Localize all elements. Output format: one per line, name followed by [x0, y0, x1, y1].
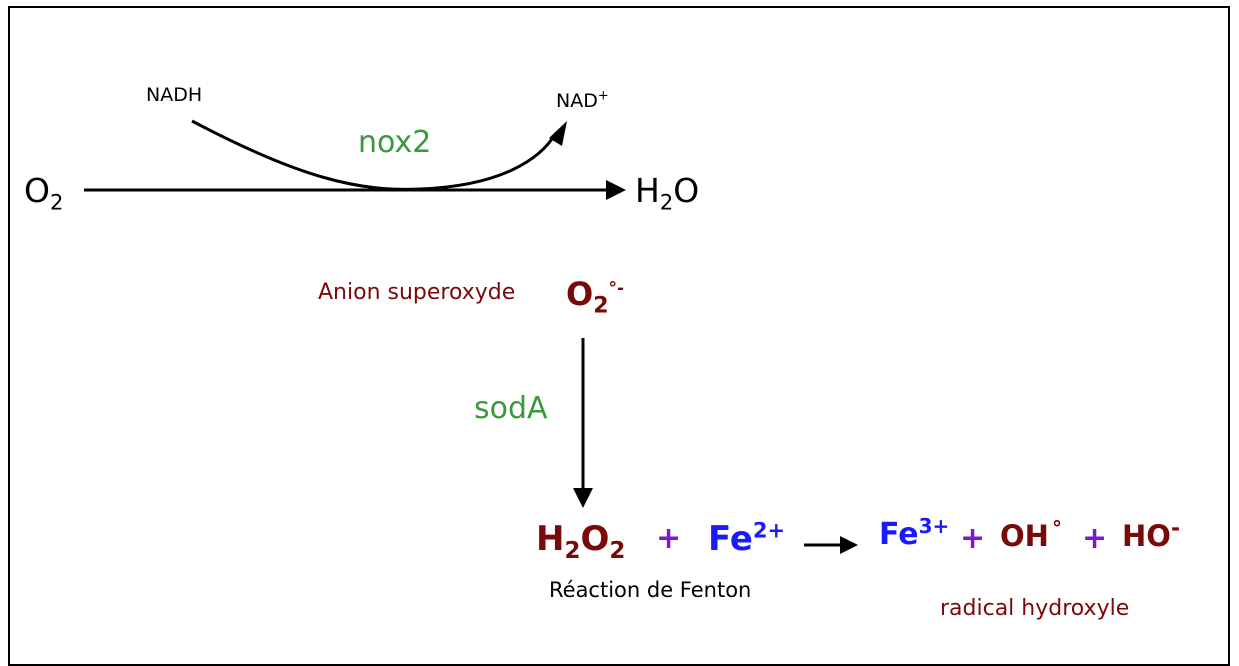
nad-charge: +: [597, 88, 609, 104]
h2o-product: H2O: [635, 171, 700, 213]
fe3-charge: 3+: [918, 514, 950, 538]
superoxide-charge: °-: [608, 278, 625, 299]
o2-subscript: 2: [49, 190, 64, 215]
fe3-base: Fe: [879, 517, 919, 552]
oh-radical-dot: °: [1051, 516, 1062, 541]
superoxide-to-h2o2-arrowhead: [573, 488, 593, 508]
ho-charge: -: [1170, 516, 1181, 542]
h2o-o: O: [673, 171, 700, 210]
superoxide-subscript: 2: [593, 293, 609, 319]
nadh-to-nad-curve: [191, 119, 558, 191]
nad-plus-label: NAD+: [556, 88, 609, 112]
h2o2-o-subscript: 2: [609, 537, 626, 564]
hydroxyl-radical: OH°: [1000, 518, 1062, 553]
o2-base: O: [24, 171, 50, 210]
nadh-to-nad-arrowhead: [549, 121, 567, 146]
superoxide-formula: O2°-: [566, 275, 625, 317]
oh-base: OH: [1000, 519, 1049, 553]
o2-reactant: O2: [24, 171, 63, 213]
fe2-charge: 2+: [752, 518, 786, 543]
ho-base: HO: [1122, 519, 1171, 553]
h2o2-formula: H2O2: [536, 519, 625, 562]
h2o-subscript: 2: [659, 190, 674, 215]
fe2-base: Fe: [708, 519, 753, 559]
plus-sign-2: +: [960, 521, 986, 556]
h2o2-h-subscript: 2: [564, 537, 581, 564]
nad-base: NAD: [556, 90, 598, 112]
fe3-ion: Fe3+: [879, 516, 949, 552]
fenton-reaction-label: Réaction de Fenton: [549, 578, 752, 602]
soda-enzyme-label: sodA: [474, 391, 548, 426]
fe2-ion: Fe2+: [708, 518, 786, 559]
h2o2-h: H: [536, 519, 565, 559]
nadh-label: NADH: [146, 84, 203, 106]
h2o2-o: O: [580, 519, 610, 559]
radical-hydroxyle-label: radical hydroxyle: [940, 596, 1130, 621]
nox2-enzyme-label: nox2: [358, 125, 432, 160]
superoxide-base: O: [566, 275, 594, 313]
plus-sign-1: +: [656, 521, 682, 556]
fenton-reaction-arrowhead: [840, 536, 858, 554]
superoxide-label: Anion superoxyde: [318, 280, 516, 305]
h2o-h: H: [635, 171, 660, 210]
hydroxide-ion: HO-: [1122, 518, 1180, 553]
o2-to-h2o-arrowhead: [606, 180, 626, 200]
plus-sign-3: +: [1082, 521, 1108, 556]
